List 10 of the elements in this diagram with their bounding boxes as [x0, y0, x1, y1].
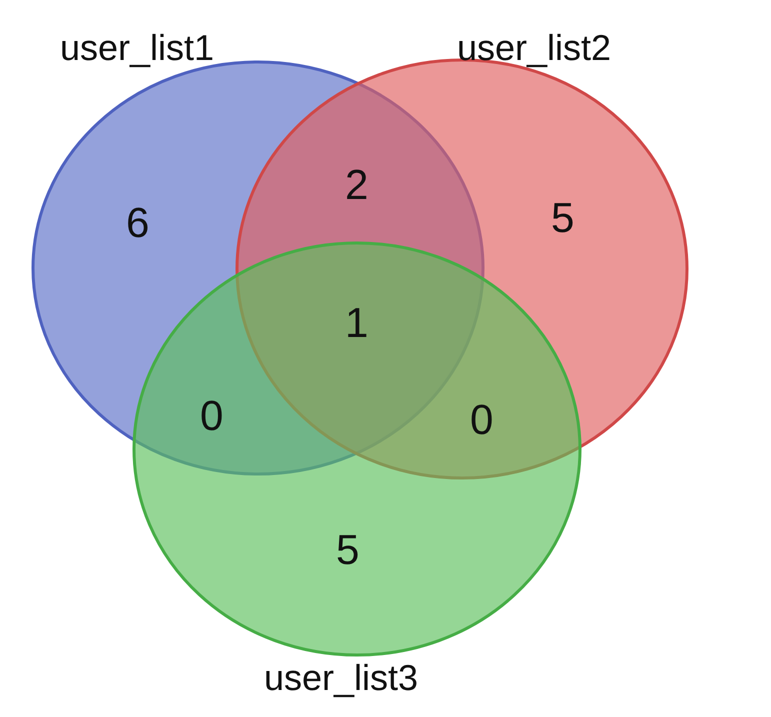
count-label: 2: [345, 162, 368, 208]
count-label: 6: [126, 200, 150, 246]
count-label: 5: [336, 527, 360, 573]
set-label: user_list3: [264, 658, 418, 698]
count-label: 1: [345, 300, 368, 346]
set-label: user_list2: [457, 28, 612, 68]
count-label: 0: [470, 397, 494, 443]
set-label: user_list1: [60, 28, 214, 68]
count-label: 0: [200, 393, 224, 439]
count-label: 5: [551, 195, 574, 241]
